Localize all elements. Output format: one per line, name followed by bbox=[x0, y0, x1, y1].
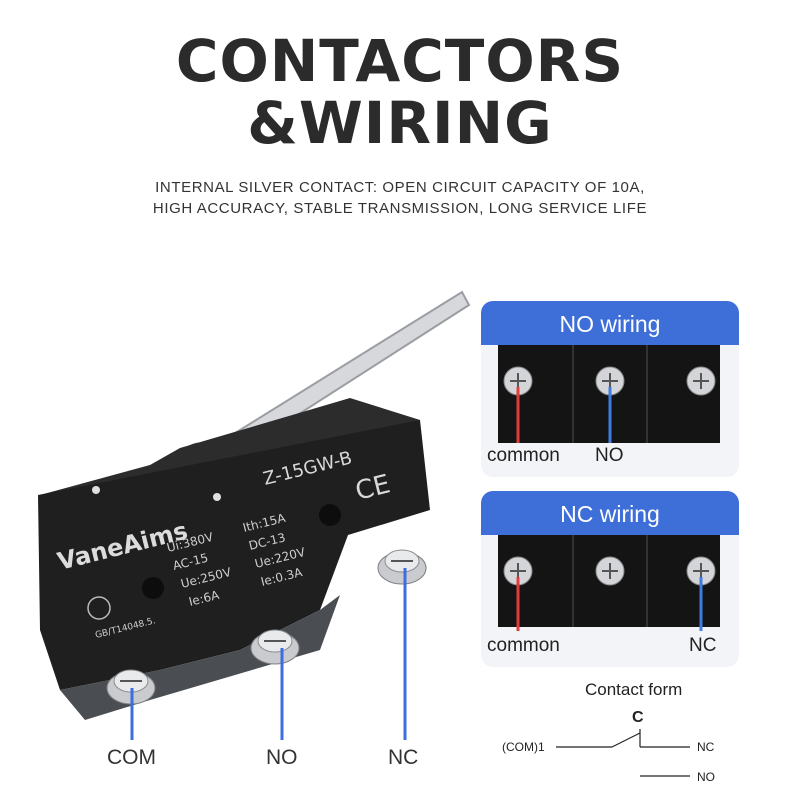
ccc-mark-icon bbox=[87, 596, 111, 620]
screw-head-3 bbox=[686, 556, 716, 586]
common-label: common bbox=[487, 445, 560, 466]
no-wiring-title: NO wiring bbox=[481, 301, 739, 345]
switch-body bbox=[38, 420, 430, 690]
contact-form-title: Contact form bbox=[585, 680, 683, 699]
no-terminal-label: NO bbox=[697, 770, 715, 784]
terminal-label-com: COM bbox=[107, 746, 156, 769]
subtitle-line2: HIGH ACCURACY, STABLE TRANSMISSION, LONG… bbox=[152, 200, 648, 217]
screw-nc bbox=[377, 549, 427, 585]
no-wiring-panel: NO wiring common NO bbox=[481, 301, 739, 477]
page-title-line1: CONTACTORS bbox=[175, 27, 625, 95]
screw-head-1 bbox=[503, 556, 533, 586]
common-label: common bbox=[487, 635, 560, 656]
mounting-hole-right bbox=[319, 504, 341, 526]
micro-switch-illustration: CE VaneAims Z-15GW-B Ui:380V AC-15 Ue:25… bbox=[38, 290, 471, 740]
screw-head-1 bbox=[503, 366, 533, 396]
micro-switch-image: CE VaneAims Z-15GW-B Ui:380V AC-15 Ue:25… bbox=[0, 270, 480, 800]
nc-wiring-panel: NC wiring common NC bbox=[481, 491, 739, 667]
screw-head-2 bbox=[595, 556, 625, 586]
terminal-label-no: NO bbox=[266, 746, 298, 769]
brand-dot bbox=[213, 493, 221, 501]
no-wiring-terminals bbox=[498, 345, 720, 443]
contact-c-label: C bbox=[632, 709, 644, 726]
page-title-line2: &WIRING bbox=[247, 89, 553, 157]
com-terminal-label: (COM)1 bbox=[502, 740, 545, 754]
mounting-hole-left bbox=[142, 577, 164, 599]
nc-label: NC bbox=[689, 635, 717, 656]
screw-no bbox=[250, 629, 300, 665]
terminal-label-nc: NC bbox=[388, 746, 419, 769]
nc-wiring-terminals bbox=[498, 535, 720, 631]
screw-head-3 bbox=[686, 366, 716, 396]
nc-wiring-title: NC wiring bbox=[481, 491, 739, 535]
switch-blade bbox=[611, 732, 641, 748]
indicator-dot bbox=[92, 486, 100, 494]
no-label: NO bbox=[595, 445, 624, 466]
subtitle-line1: INTERNAL SILVER CONTACT: OPEN CIRCUIT CA… bbox=[155, 179, 645, 196]
nc-terminal-label: NC bbox=[697, 740, 715, 754]
screw-head-2 bbox=[595, 366, 625, 396]
